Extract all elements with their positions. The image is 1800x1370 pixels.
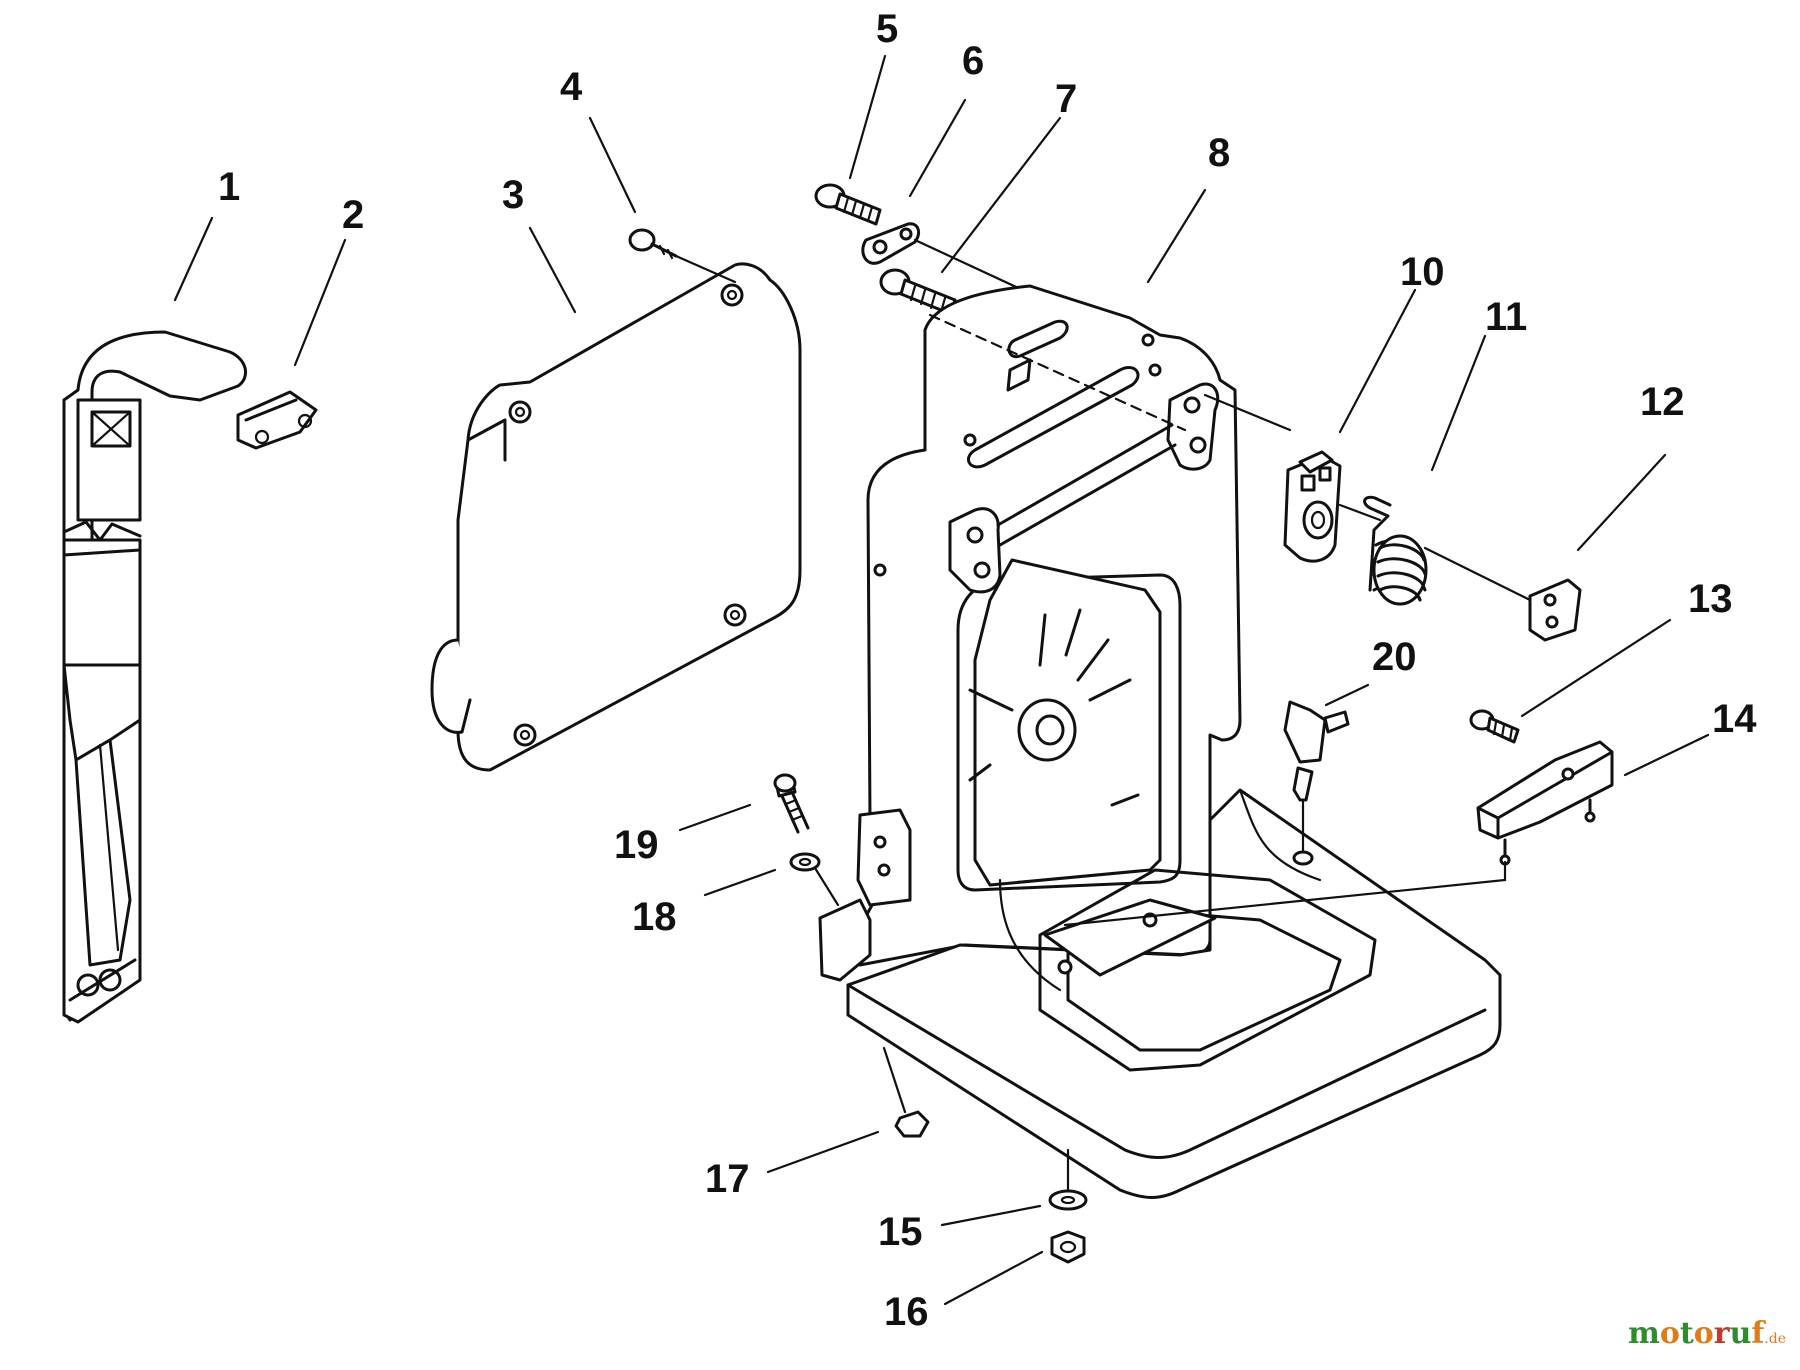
backpack-frame-drawing (818, 284, 1242, 982)
callout-2: 2 (342, 193, 364, 237)
bolt-19-drawing (773, 773, 810, 834)
callout-5: 5 (876, 7, 898, 51)
washer-18-drawing (789, 852, 840, 907)
callout-16: 16 (884, 1290, 929, 1334)
callout-13: 13 (1688, 577, 1733, 621)
callout-17: 17 (705, 1157, 750, 1201)
catch-12-drawing (1528, 578, 1582, 642)
callout-18: 18 (632, 895, 677, 939)
assembly-line (1063, 860, 1507, 927)
callout-11: 11 (1485, 295, 1527, 339)
shoulder-strap-drawing (62, 330, 247, 1024)
watermark-logo: motoruf.de (1628, 1316, 1786, 1351)
latch-10-drawing (1283, 450, 1342, 563)
spring-11-drawing (1363, 495, 1428, 606)
callout-19: 19 (614, 823, 659, 867)
callout-15: 15 (878, 1210, 923, 1254)
knob-20-drawing (1283, 700, 1350, 866)
base-tray-drawing (846, 788, 1502, 1199)
nut-17-drawing (882, 1046, 930, 1138)
watermark-tld: .de (1764, 1331, 1786, 1347)
assembly-line (1423, 546, 1532, 602)
assembly-line (1203, 393, 1292, 432)
plate-6-drawing (861, 222, 920, 265)
bolt-5-drawing (814, 183, 882, 226)
nut-16-drawing (1050, 1230, 1086, 1264)
callout-8: 8 (1208, 131, 1230, 175)
callout-labels: 1 2 3 4 5 6 7 8 10 11 12 13 14 15 16 17 … (218, 7, 1757, 1334)
callout-1: 1 (218, 165, 240, 209)
callout-10: 10 (1400, 250, 1445, 294)
callout-7: 7 (1055, 77, 1077, 121)
callout-14: 14 (1712, 697, 1757, 741)
assembly-line (1338, 503, 1382, 522)
leader-lines (173, 54, 1710, 1306)
callout-6: 6 (962, 39, 984, 83)
callout-12: 12 (1640, 380, 1685, 424)
callout-4: 4 (560, 65, 583, 109)
washer-15-drawing (1048, 1148, 1088, 1211)
watermark-text: motoruf (1628, 1316, 1765, 1351)
callout-3: 3 (502, 173, 524, 217)
screw-13-drawing (1469, 709, 1520, 744)
callout-20: 20 (1372, 635, 1417, 679)
back-cover-plate-drawing (430, 262, 802, 772)
bolt-7-drawing (879, 268, 957, 316)
screw-4-drawing (628, 228, 737, 284)
buckle-drawing (236, 390, 318, 450)
bracket-14-drawing (1476, 740, 1614, 866)
